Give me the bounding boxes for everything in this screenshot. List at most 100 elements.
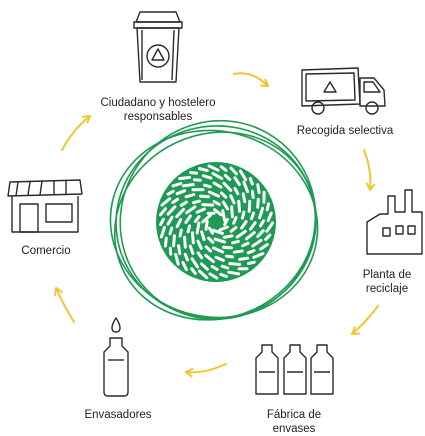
pattern-dash xyxy=(237,199,242,213)
pattern-dash xyxy=(177,244,182,256)
step-label-line: Fábrica de xyxy=(266,409,322,421)
pattern-dash xyxy=(158,207,167,217)
arrow-head xyxy=(82,115,91,124)
pattern-dash xyxy=(193,215,201,223)
pattern-dash xyxy=(221,200,229,211)
pattern-dash xyxy=(201,213,212,224)
pattern-dash xyxy=(195,207,206,214)
arrow-head xyxy=(260,78,269,87)
step-label-recogida: Recogida selectiva xyxy=(290,124,400,138)
pattern-dash xyxy=(219,165,228,172)
pattern-dash xyxy=(228,262,242,266)
step-label-planta: Planta de reciclaje xyxy=(352,268,422,296)
cycle-arrow xyxy=(185,363,227,374)
pattern-dash xyxy=(201,203,215,207)
pattern-dash xyxy=(204,245,212,253)
pattern-dash xyxy=(184,214,192,224)
pattern-dash xyxy=(212,200,221,206)
pattern-dash xyxy=(203,183,212,189)
pattern-dash xyxy=(204,253,215,264)
pattern-dash xyxy=(163,236,168,248)
pattern-dash xyxy=(198,269,209,280)
pattern-dash xyxy=(256,229,265,238)
pattern-dash xyxy=(220,191,228,199)
step-label-fabrica: Fábrica de envases xyxy=(254,408,334,436)
pattern-dash xyxy=(248,176,254,186)
pattern-dash xyxy=(189,171,199,175)
pattern-dash xyxy=(196,239,203,250)
pattern-dash xyxy=(212,181,223,189)
pattern-dash xyxy=(207,236,215,244)
pattern-dash xyxy=(166,215,174,226)
pattern-dash xyxy=(171,182,183,188)
cycle-arrow xyxy=(351,305,379,335)
pattern-dash xyxy=(197,167,209,173)
pattern-dash xyxy=(192,178,202,182)
pattern-dash xyxy=(160,197,172,207)
cycle-arrow xyxy=(363,149,372,191)
pattern-dash xyxy=(221,209,227,222)
pattern-dash xyxy=(238,169,248,181)
pattern-dash xyxy=(201,174,213,180)
pattern-dash xyxy=(222,234,234,239)
pattern-dash xyxy=(181,260,188,272)
pattern-dash xyxy=(200,262,209,271)
pattern-dash xyxy=(175,189,187,196)
pattern-dash xyxy=(186,224,192,234)
pattern-dash xyxy=(159,225,166,239)
step-label-line: responsables xyxy=(123,111,193,123)
cycle-arrow xyxy=(55,287,75,323)
shop-icon xyxy=(7,179,83,233)
pattern-dash xyxy=(249,221,257,231)
step-label-line: Planta de xyxy=(362,269,412,281)
pattern-dash xyxy=(213,208,223,217)
pattern-dash xyxy=(166,205,177,216)
pattern-dash xyxy=(259,219,265,228)
pattern-dash xyxy=(175,207,185,219)
cycle-arrow xyxy=(61,115,91,151)
arrow-head xyxy=(366,182,376,191)
pattern-dash xyxy=(250,211,255,221)
pattern-dash xyxy=(241,241,250,248)
pattern-dash xyxy=(258,206,265,220)
pattern-dash xyxy=(190,231,195,245)
pattern-dash xyxy=(200,230,206,242)
pattern-dash xyxy=(220,264,230,270)
pattern-dash xyxy=(178,228,183,238)
pattern-dash xyxy=(210,265,219,271)
pattern-dash xyxy=(229,226,238,233)
pattern-dash xyxy=(264,233,272,241)
pattern-dash xyxy=(227,270,241,276)
center-circle xyxy=(109,119,319,321)
garbage-truck-icon xyxy=(301,67,386,115)
pattern-dash xyxy=(235,229,247,239)
step-label-line: Envasadores xyxy=(84,409,152,421)
pattern-dash xyxy=(229,166,238,176)
pattern-dash xyxy=(184,193,196,199)
pattern-dash xyxy=(207,226,215,235)
pattern-dash xyxy=(259,243,269,251)
pattern-dash xyxy=(185,205,197,215)
pattern-dash xyxy=(266,211,273,223)
pattern-dash xyxy=(188,244,195,255)
pattern-dash xyxy=(178,175,192,181)
dropper-bottle-icon xyxy=(103,317,129,397)
pattern-dash xyxy=(232,249,244,254)
pattern-dash xyxy=(265,202,270,212)
pattern-dash xyxy=(230,205,234,219)
pattern-dash xyxy=(168,226,174,236)
pattern-dash xyxy=(208,272,219,280)
arrow-head xyxy=(54,287,63,296)
pattern-dash xyxy=(222,245,233,250)
step-label-line: envases xyxy=(272,423,316,435)
center-pattern xyxy=(158,164,275,280)
step-label-line: Comercio xyxy=(21,245,71,257)
pattern-dash xyxy=(251,238,263,248)
pattern-dash xyxy=(256,197,260,209)
pattern-dash xyxy=(224,254,234,259)
step-label-line: reciclaje xyxy=(365,283,409,295)
pattern-dash xyxy=(179,200,188,207)
pattern-dash xyxy=(222,181,233,192)
pattern-dash xyxy=(192,199,201,205)
pattern-dash xyxy=(175,218,183,229)
